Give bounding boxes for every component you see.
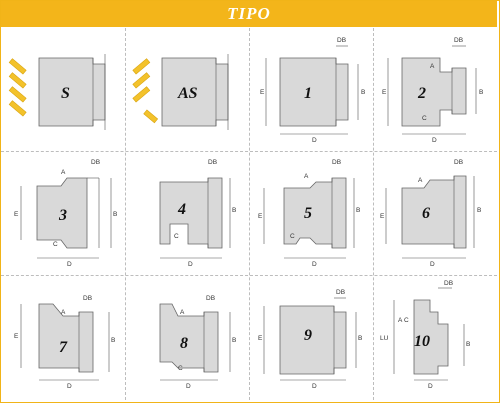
dim-db: DB: [91, 159, 100, 166]
dim-d: D: [312, 137, 317, 144]
dim-b: B: [358, 335, 362, 342]
dim-b: B: [477, 207, 481, 214]
grid-divider: [1, 275, 497, 276]
cell-type-5: DB A C E B D 5: [250, 152, 373, 275]
dim-d: D: [312, 383, 317, 390]
dim-a: A: [61, 309, 66, 316]
type-label: 8: [180, 335, 188, 352]
dim-c: C: [53, 241, 58, 248]
dim-a: A: [418, 177, 423, 184]
dim-b: B: [232, 207, 236, 214]
type-label: 9: [304, 327, 312, 344]
dim-a: A: [180, 309, 185, 316]
dim-d: D: [67, 261, 72, 268]
dim-a: A: [430, 63, 435, 70]
dim-d: D: [432, 137, 437, 144]
dim-b: B: [232, 337, 236, 344]
dim-b: B: [479, 89, 483, 96]
dim-e: E: [380, 213, 385, 220]
yellow-bars-icon: [8, 58, 27, 117]
type-label: 7: [59, 339, 68, 356]
dim-db: DB: [208, 159, 217, 166]
dim-db: DB: [206, 295, 215, 302]
dim-b: B: [466, 341, 470, 348]
dim-d: D: [430, 261, 435, 268]
dim-d: D: [67, 383, 72, 390]
type-label: AS: [177, 85, 198, 102]
type-label: S: [61, 85, 70, 102]
dim-c: C: [174, 233, 179, 240]
dim-e: E: [258, 213, 263, 220]
dim-a: A: [61, 169, 66, 176]
dim-d: D: [188, 261, 193, 268]
yellow-bars-icon: [132, 58, 159, 124]
dim-e: E: [260, 89, 265, 96]
cell-type-10: DB LU A C B D 10: [374, 276, 497, 400]
dim-db: DB: [332, 159, 341, 166]
dim-db: DB: [444, 280, 453, 287]
dim-b: B: [361, 89, 365, 96]
dim-b: B: [111, 337, 115, 344]
dim-b: B: [356, 207, 360, 214]
grid-divider: [249, 28, 250, 400]
cell-type-8: DB A C B D 8: [126, 276, 249, 400]
dim-lu: LU: [380, 335, 389, 342]
type-label: 4: [177, 201, 186, 218]
dim-db: DB: [454, 37, 463, 44]
dim-d: D: [428, 383, 433, 390]
dim-a: A: [304, 173, 309, 180]
dim-db: DB: [83, 295, 92, 302]
type-label: 2: [417, 85, 426, 102]
cell-type-7: DB A E B D 7: [1, 276, 125, 400]
dim-db: DB: [454, 159, 463, 166]
dim-c: C: [404, 317, 409, 324]
dim-e: E: [258, 335, 263, 342]
type-label: 3: [58, 207, 67, 224]
grid-divider: [125, 28, 126, 400]
dim-e: E: [14, 211, 19, 218]
dim-e: E: [14, 333, 19, 340]
dim-e: E: [382, 89, 387, 96]
grid-divider: [1, 151, 497, 152]
dim-db: DB: [337, 37, 346, 44]
cell-type-2: DB A C E B D 2: [374, 28, 497, 151]
dim-d: D: [312, 261, 317, 268]
dim-c: C: [422, 115, 427, 122]
cell-type-s: S: [1, 28, 125, 151]
dim-c: C: [178, 365, 183, 372]
cell-type-4: DB C B D 4: [126, 152, 249, 275]
cell-type-as: AS: [126, 28, 249, 151]
grid-divider: [373, 28, 374, 400]
type-label: 1: [304, 85, 312, 102]
type-label: 10: [414, 333, 430, 350]
dim-d: D: [186, 383, 191, 390]
cell-type-1: DB E B D 1: [250, 28, 373, 151]
dim-a: A: [398, 317, 403, 324]
header-title: TIPO: [227, 4, 271, 23]
cell-type-6: DB A E B D 6: [374, 152, 497, 275]
type-label: 6: [422, 205, 430, 222]
dim-c: C: [290, 233, 295, 240]
cell-type-3: DB A C E B D 3: [1, 152, 125, 275]
type-label: 5: [304, 205, 312, 222]
cell-type-9: DB E B D 9: [250, 276, 373, 400]
table-header: TIPO: [1, 1, 497, 27]
dim-db: DB: [336, 289, 345, 296]
dim-b: B: [113, 211, 117, 218]
